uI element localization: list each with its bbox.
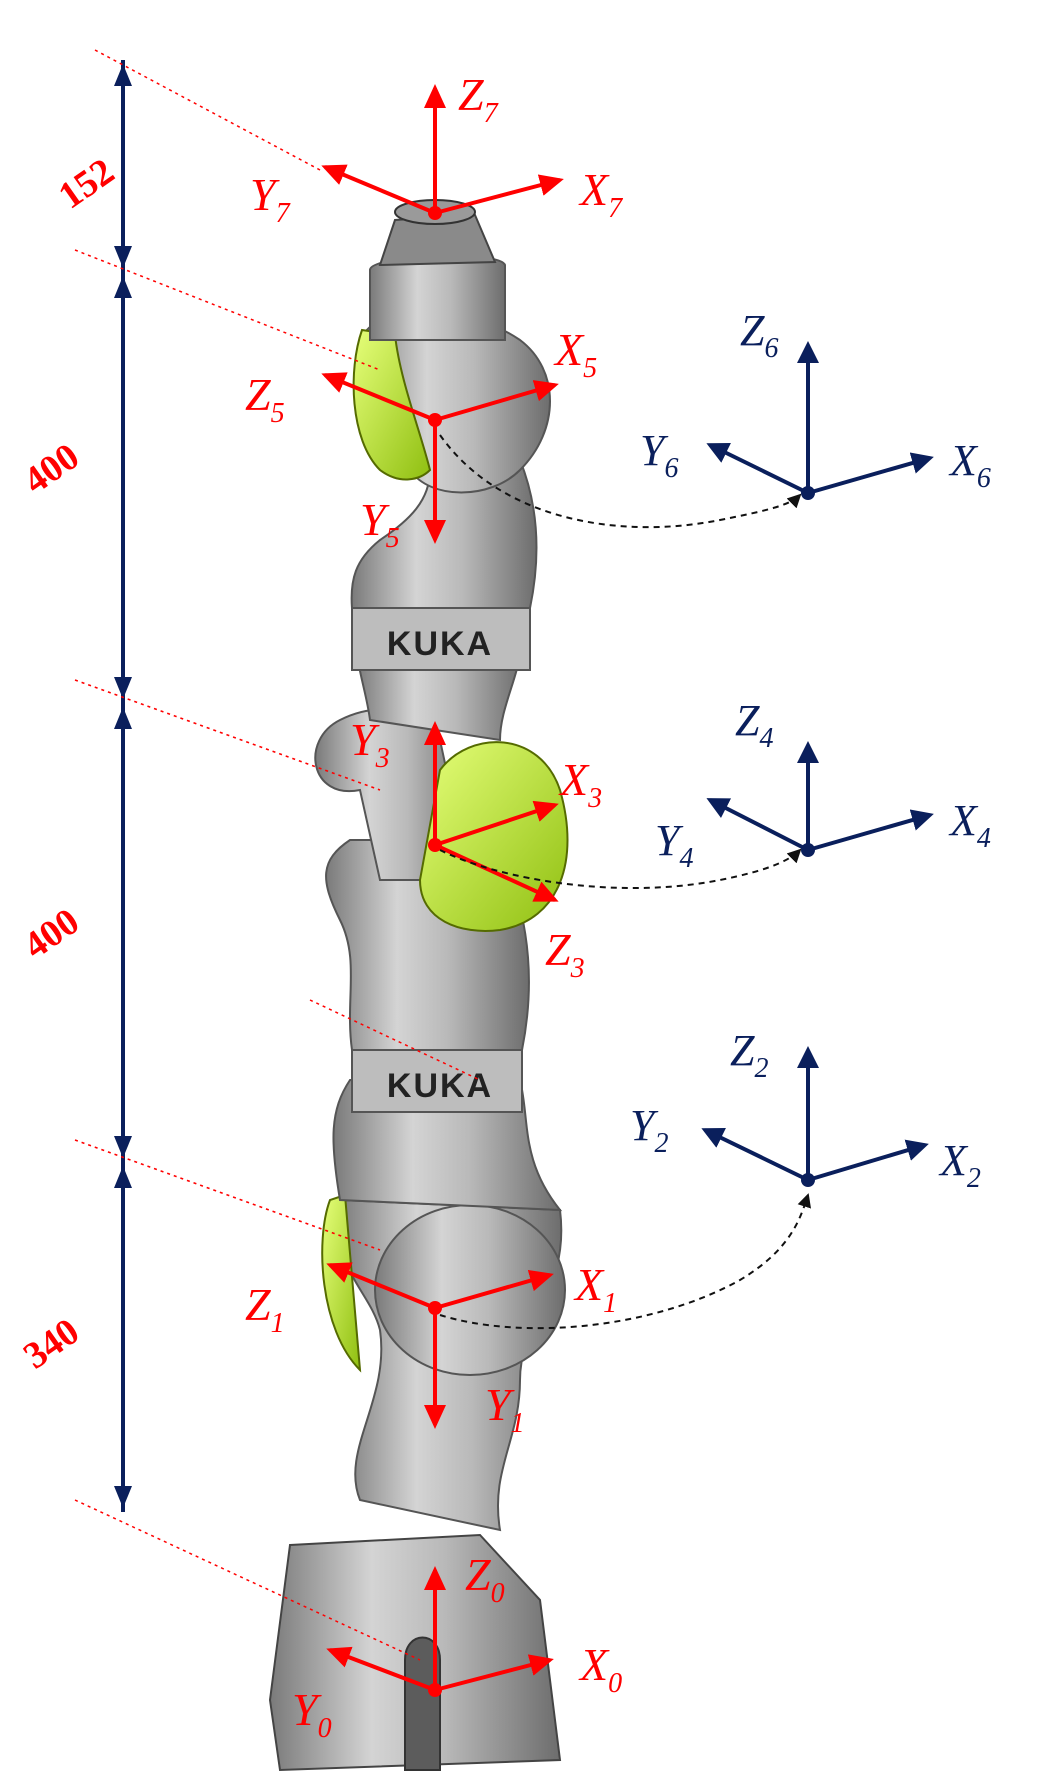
svg-text:Y1: Y1 xyxy=(485,1379,525,1439)
kuka-logo-upper: KUKA xyxy=(387,625,493,663)
robot-arm: KUKA KUKA xyxy=(268,199,569,1772)
svg-text:X3: X3 xyxy=(558,754,602,814)
svg-text:Z7: Z7 xyxy=(458,69,499,129)
svg-text:X7: X7 xyxy=(578,164,623,224)
kuka-ring-upper xyxy=(351,607,531,671)
svg-text:Y4: Y4 xyxy=(655,816,693,874)
svg-text:Y5: Y5 xyxy=(360,494,400,554)
green-joint-cover-3 xyxy=(418,741,569,932)
robot-wrist xyxy=(369,254,506,341)
svg-text:Y2: Y2 xyxy=(630,1101,668,1159)
frame-3: Y3 X3 Z3 xyxy=(350,714,602,984)
dimension-arrowhead xyxy=(114,1486,132,1508)
svg-text:Y0: Y0 xyxy=(292,1684,332,1744)
svg-text:Z1: Z1 xyxy=(245,1279,285,1339)
frame-1: X1 Z1 Y1 xyxy=(245,1259,617,1439)
green-joint-cover-5 xyxy=(352,328,432,481)
svg-text:X6: X6 xyxy=(948,436,991,494)
svg-text:Z6: Z6 xyxy=(740,306,778,364)
svg-text:Y6: Y6 xyxy=(640,426,678,484)
dimension-400-lower: 400 xyxy=(16,900,87,967)
svg-text:X1: X1 xyxy=(573,1259,617,1319)
frame-4: Z4 Y4 X4 xyxy=(655,696,991,874)
dimension-152: 152 xyxy=(51,150,122,217)
dimension-400-upper: 400 xyxy=(16,435,87,502)
svg-text:X5: X5 xyxy=(553,324,597,384)
dimension-340: 340 xyxy=(16,1310,87,1377)
frame-5: X5 Z5 Y5 xyxy=(245,324,597,554)
svg-text:X2: X2 xyxy=(938,1136,981,1194)
svg-text:Z0: Z0 xyxy=(465,1549,505,1609)
frame-0: Z0 X0 Y0 xyxy=(292,1549,622,1744)
frame-connectors xyxy=(439,434,812,1330)
svg-text:Y7: Y7 xyxy=(250,169,291,229)
svg-text:Z4: Z4 xyxy=(735,696,773,754)
frame-2: Z2 Y2 X2 xyxy=(630,1026,981,1194)
svg-text:Y3: Y3 xyxy=(350,714,390,774)
frame-7: Z7 Y7 X7 xyxy=(250,69,623,229)
svg-text:Z2: Z2 xyxy=(730,1026,768,1084)
dimension-arrowhead xyxy=(114,1166,132,1188)
svg-text:X0: X0 xyxy=(578,1639,622,1699)
dimension-arrowhead xyxy=(114,677,132,699)
frame-6: Z6 Y6 X6 xyxy=(640,306,991,500)
dimension-arrowhead xyxy=(114,276,132,298)
svg-text:Z5: Z5 xyxy=(245,369,285,429)
dimension-arrowhead xyxy=(114,1136,132,1158)
dimension-arrowhead xyxy=(114,246,132,268)
kuka-logo-lower: KUKA xyxy=(387,1067,493,1105)
dimension-arrowhead xyxy=(114,64,132,86)
svg-text:Z3: Z3 xyxy=(545,924,585,984)
svg-text:X4: X4 xyxy=(948,796,991,854)
dimension-arrowhead xyxy=(114,707,132,729)
